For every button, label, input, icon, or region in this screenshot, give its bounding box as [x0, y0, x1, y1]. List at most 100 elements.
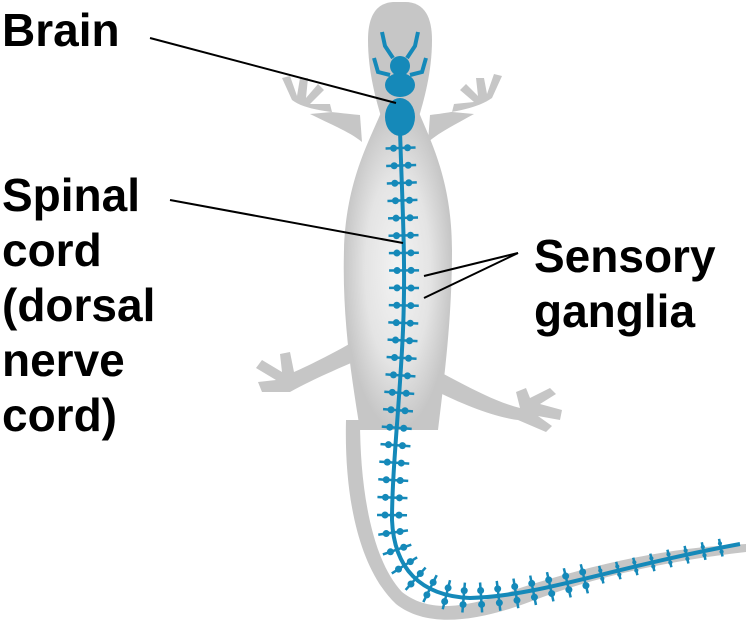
sensory-ganglion [430, 579, 437, 586]
sensory-ganglion [511, 583, 518, 590]
sensory-ganglion [702, 553, 706, 557]
sensory-ganglion [531, 594, 538, 601]
sensory-ganglion [393, 250, 400, 257]
sensory-ganglion [701, 545, 705, 549]
sensory-ganglion [600, 577, 604, 581]
sensory-ganglion [405, 162, 412, 169]
sensory-ganglion [548, 590, 555, 597]
sensory-ganglion [668, 560, 672, 564]
label-brain: Brain [2, 3, 120, 58]
sensory-ganglion [598, 568, 602, 572]
sensory-ganglion [383, 530, 390, 537]
sensory-ganglion [405, 355, 412, 362]
sensory-ganglion [382, 494, 389, 501]
sensory-ganglion [393, 319, 400, 326]
sensory-ganglion [565, 586, 572, 593]
sensory-ganglion [396, 494, 403, 501]
spinal-nerve-pair [389, 305, 419, 306]
spinal-nerve-pair [380, 444, 410, 446]
spinal-nerve-pair [378, 479, 408, 481]
label-spinal-cord-line: Spinal [2, 168, 155, 223]
label-spinal-cord-line: cord) [2, 388, 155, 443]
spinal-nerve-pair [377, 497, 407, 498]
hind-right-limb [438, 372, 562, 432]
sensory-ganglion [407, 558, 414, 565]
sensory-ganglion [407, 232, 414, 239]
sensory-ganglion [582, 582, 589, 589]
label-spinal-cord-line: cord [2, 223, 155, 278]
sensory-ganglion [403, 390, 410, 397]
sensory-ganglion [441, 598, 448, 605]
sensory-ganglion [398, 460, 405, 467]
sensory-ganglion [477, 587, 484, 594]
sensory-ganglion [397, 477, 404, 484]
sensory-ganglion [404, 372, 411, 379]
sensory-ganglion [417, 570, 424, 577]
front-left-limb [282, 76, 362, 142]
sensory-ganglion [478, 601, 485, 608]
sensory-ganglion [651, 564, 655, 568]
sensory-ganglion [382, 512, 389, 519]
sensory-ganglion [388, 406, 395, 413]
label-spinal-cord-line: (dorsal [2, 278, 155, 333]
sensory-ganglion [393, 215, 400, 222]
sensory-ganglion [395, 566, 402, 573]
sensory-ganglion [407, 320, 414, 327]
sensory-ganglion [392, 337, 399, 344]
sensory-ganglion [461, 587, 468, 594]
brain-leader-line [150, 38, 396, 103]
sensory-ganglion [685, 557, 689, 561]
sensory-ganglion [394, 267, 401, 274]
sensory-ganglion [393, 302, 400, 309]
hind-left-limb [256, 340, 358, 392]
spinal-nerve-pair [387, 200, 417, 201]
sensory-ganglion [397, 528, 404, 535]
sensory-ganglion [632, 560, 636, 564]
sensory-ganglion [400, 544, 407, 551]
sensory-ganglion [383, 476, 390, 483]
sensory-ganglion [496, 599, 503, 606]
sensory-ganglion [392, 197, 399, 204]
sensory-ganglion [384, 459, 391, 466]
label-spinal-cord-line: nerve [2, 333, 155, 388]
sensory-ganglion [393, 232, 400, 239]
sensory-ganglion [400, 425, 407, 432]
sensory-ganglion [404, 144, 411, 151]
sensory-ganglion [391, 354, 398, 361]
spinal-nerve-pair [379, 462, 409, 464]
sensory-ganglion [494, 585, 501, 592]
sensory-ganglion [615, 564, 619, 568]
sensory-ganglion [460, 601, 467, 608]
sensory-ganglion [385, 441, 392, 448]
sensory-ganglion [579, 569, 586, 576]
midbrain-lobe [385, 73, 415, 97]
label-sensory-ganglia-line: ganglia [534, 284, 716, 339]
sensory-ganglion [406, 197, 413, 204]
sensory-ganglion [617, 573, 621, 577]
leader-lines [150, 38, 518, 298]
sensory-ganglion [391, 162, 398, 169]
label-spinal-cord: Spinal cord (dorsal nerve cord) [2, 168, 155, 443]
sensory-ganglion [389, 389, 396, 396]
sensory-ganglion [445, 584, 452, 591]
label-sensory-ganglia: Sensory ganglia [534, 229, 716, 339]
sensory-ganglion [399, 442, 406, 449]
label-brain-text: Brain [2, 4, 120, 56]
sensory-ganglion [545, 576, 552, 583]
sensory-ganglion [407, 249, 414, 256]
sensory-ganglion [649, 556, 653, 560]
sensory-ganglion [401, 407, 408, 414]
sensory-ganglion [407, 580, 414, 587]
sensory-ganglion [684, 549, 688, 553]
spinal-nerve-pair [386, 147, 416, 148]
sensory-ganglion [391, 180, 398, 187]
sensory-ganglion [562, 573, 569, 580]
spinal-nerve-pair [387, 357, 417, 359]
sensory-ganglion [387, 548, 394, 555]
spinal-nerve-pair [386, 165, 416, 166]
sensory-ganglion [406, 337, 413, 344]
sensory-ganglion [513, 597, 520, 604]
sensory-ganglion [407, 302, 414, 309]
spinal-nerve-pair [388, 322, 418, 323]
